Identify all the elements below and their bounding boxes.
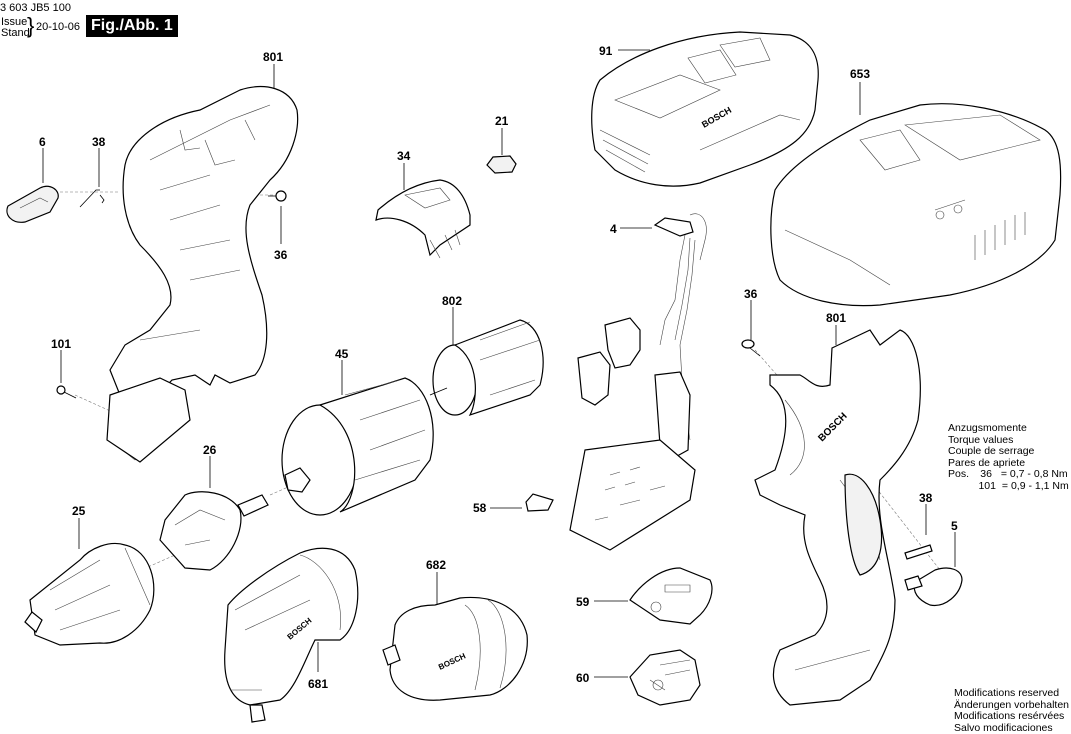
spring-38-left	[79, 189, 105, 208]
spring-38-right	[904, 544, 933, 560]
callout-38-left[interactable]: 38	[92, 135, 106, 149]
label-plate-59	[629, 567, 713, 625]
plate-60	[629, 649, 701, 706]
callout-6[interactable]: 6	[39, 135, 46, 149]
brace-glyph: }	[27, 13, 35, 38]
callout-681[interactable]: 681	[308, 677, 329, 691]
housing-right-801: BOSCH	[754, 329, 921, 706]
modifications-en: Modifications reserved	[954, 687, 1060, 699]
callout-60[interactable]: 60	[576, 671, 590, 685]
callout-91[interactable]: 91	[599, 44, 613, 58]
eccentric-adapter-682: BOSCH	[382, 596, 528, 701]
callout-101[interactable]: 101	[51, 337, 72, 351]
leader-lines	[42, 49, 956, 678]
callout-36-right[interactable]: 36	[744, 287, 758, 301]
callout-38-right[interactable]: 38	[919, 491, 933, 505]
figure-label: Fig./Abb. 1	[86, 15, 178, 37]
modifications-es: Salvo modificaciones	[954, 721, 1053, 734]
callout-4[interactable]: 4	[610, 222, 617, 236]
callout-25[interactable]: 25	[72, 504, 86, 518]
document-number: 3 603 JB5 100	[0, 2, 71, 14]
callout-36-left[interactable]: 36	[274, 248, 288, 262]
pos-label: Pos.	[948, 468, 970, 480]
charger-653	[770, 103, 1062, 307]
callout-58[interactable]: 58	[473, 501, 487, 515]
callout-653[interactable]: 653	[850, 67, 871, 81]
torque-row-101: 101 = 0,9 - 1,1 Nm	[948, 479, 1069, 493]
slide-21	[486, 155, 517, 174]
motor-802	[429, 319, 544, 417]
torque-pos-36: 36	[980, 468, 992, 480]
torque-title-es: Pares de apriete	[948, 456, 1026, 469]
screw-36-left	[268, 190, 287, 202]
issue-label: Issue	[1, 16, 28, 28]
pad-58	[525, 493, 554, 512]
screw-101	[56, 385, 77, 399]
callout-801-left[interactable]: 801	[263, 50, 284, 64]
callout-34[interactable]: 34	[397, 149, 411, 163]
gearbox-45	[281, 377, 434, 516]
torque-values-note: Anzugsmomente Torque values Couple de se…	[948, 422, 1069, 493]
torque-title-de: Anzugsmomente	[948, 422, 1027, 434]
screw-36-right	[741, 339, 761, 357]
battery-pack-91: BOSCH	[591, 31, 819, 187]
issue-date: 20-10-06	[36, 21, 81, 33]
knob-5	[904, 567, 963, 607]
callout-26[interactable]: 26	[203, 443, 217, 457]
torque-value-36: = 0,7 - 0,8 Nm	[1000, 468, 1068, 480]
callout-682[interactable]: 682	[426, 558, 447, 572]
switch-module-4	[569, 213, 707, 551]
torque-title-en: Torque values	[948, 433, 1014, 446]
cover-34	[375, 179, 471, 259]
callout-801-right[interactable]: 801	[826, 311, 847, 325]
keyless-chuck-25	[24, 542, 155, 646]
callout-802[interactable]: 802	[442, 294, 463, 308]
modifications-note: Modifications reserved Änderungen vorbeh…	[954, 687, 1070, 734]
modifications-de: Änderungen vorbehalten	[954, 698, 1070, 711]
housing-left-801	[106, 86, 299, 463]
torque-value-101: = 0,9 - 1,1 Nm	[1001, 479, 1069, 492]
callout-59[interactable]: 59	[576, 595, 590, 609]
callout-5[interactable]: 5	[951, 519, 958, 533]
torque-row-36: Pos. 36 = 0,7 - 0,8 Nm	[948, 468, 1069, 481]
callout-45[interactable]: 45	[335, 347, 349, 361]
adapter-26	[159, 491, 269, 571]
callout-21[interactable]: 21	[495, 114, 509, 128]
modifications-fr: Modifications resérvées	[954, 710, 1065, 722]
torque-title-fr: Couple de serrage	[948, 445, 1035, 457]
switch-cap-6	[6, 185, 59, 223]
torque-pos-101: 101	[978, 479, 996, 492]
angle-adapter-681: BOSCH	[224, 547, 359, 723]
stand-label: Stand	[1, 27, 30, 39]
